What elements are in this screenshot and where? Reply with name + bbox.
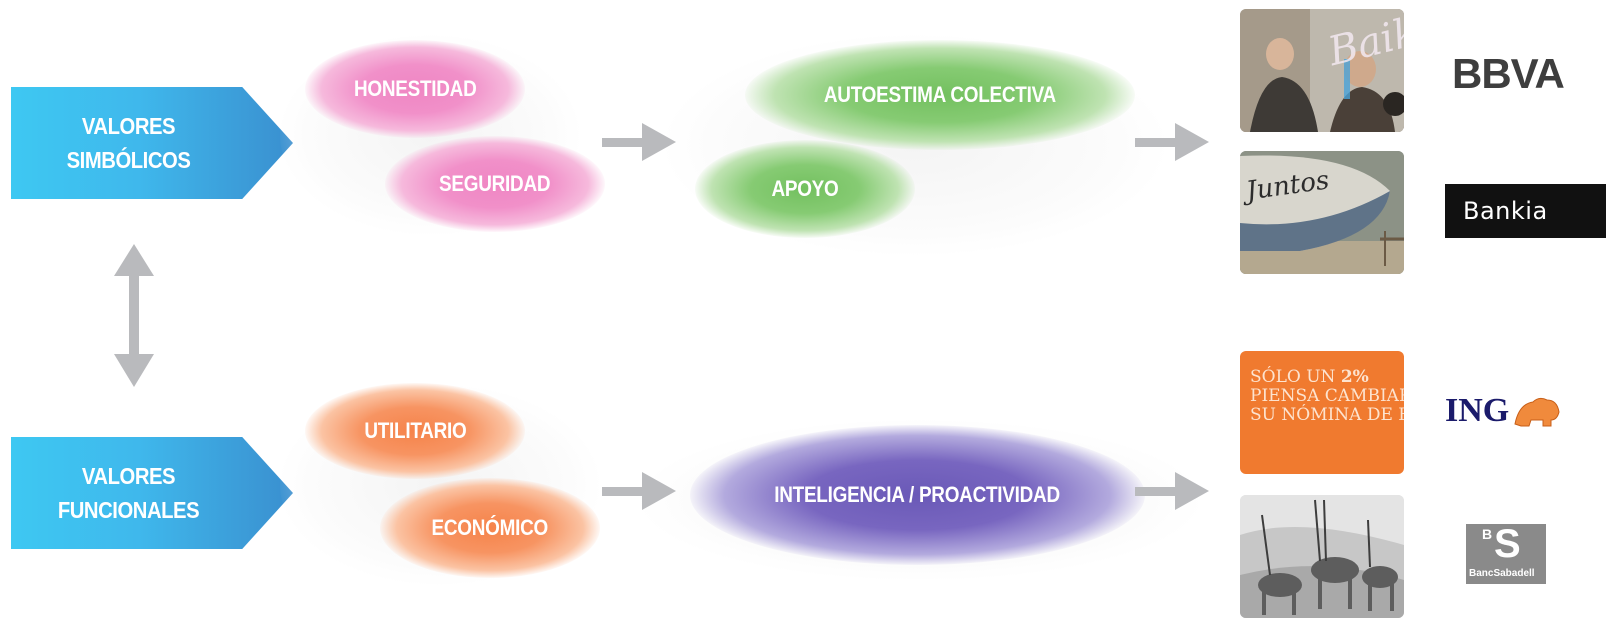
bbva-ad-thumbnail: Baik (1240, 9, 1404, 132)
valores-simbolicos-box: VALORES SIMBÓLICOS (11, 87, 293, 199)
ing-ad-line2: PIENSA CAMBIAR (1250, 386, 1404, 406)
oval-inteligencia-proactividad: INTELIGENCIA / PROACTIVIDAD (690, 425, 1145, 565)
bancsabadell-b: B (1482, 526, 1493, 542)
ing-lion-icon (1514, 397, 1560, 427)
bankia-logo-text: Bankia (1463, 197, 1548, 225)
ing-ad-line1-bold: 2% (1340, 367, 1369, 387)
valores-simbolicos-label: VALORES SIMBÓLICOS (66, 113, 191, 173)
oval-seguridad: SEGURIDAD (385, 136, 605, 232)
ing-ad-line1: SÓLO UN (1250, 367, 1341, 387)
oval-utilitario: UTILITARIO (305, 383, 525, 479)
arrow-right-icon (1135, 472, 1209, 510)
bankia-logo: Bankia (1445, 184, 1606, 238)
bancsabadell-name: BancSabadell (1469, 568, 1535, 579)
valores-funcionales-box: VALORES FUNCIONALES (11, 437, 293, 549)
oval-autoestima-colectiva: AUTOESTIMA COLECTIVA (745, 40, 1135, 150)
oval-apoyo: APOYO (695, 140, 915, 238)
oval-label: APOYO (771, 176, 839, 201)
bankia-ad-thumbnail: Juntos (1240, 151, 1404, 274)
oval-honestidad: HONESTIDAD (305, 40, 525, 138)
bancsabadell-s: S (1494, 522, 1521, 566)
oval-label: HONESTIDAD (353, 76, 477, 101)
arrow-right-icon (1135, 123, 1209, 161)
oval-label: SEGURIDAD (439, 171, 551, 196)
ing-ad-thumbnail: SÓLO UN 2% PIENSA CAMBIAR SU NÓMINA DE B (1240, 351, 1404, 474)
oval-label: AUTOESTIMA COLECTIVA (823, 82, 1057, 107)
ing-logo-text: ING (1445, 392, 1510, 429)
arrow-right-icon (602, 472, 676, 510)
oval-label: ECONÓMICO (431, 515, 549, 540)
arrow-right-icon (602, 123, 676, 161)
sabadell-ad-thumbnail (1240, 495, 1404, 618)
oval-label: INTELIGENCIA / PROACTIVIDAD (774, 482, 1061, 507)
vertical-double-arrow-icon (114, 244, 154, 387)
oval-economico: ECONÓMICO (380, 478, 600, 578)
ing-ad-line3: SU NÓMINA DE B (1250, 405, 1404, 425)
oval-label: UTILITARIO (363, 418, 467, 443)
ing-logo: ING (1445, 392, 1561, 430)
bancsabadell-logo: B S BancSabadell (1466, 522, 1546, 584)
valores-funcionales-label: VALORES FUNCIONALES (57, 463, 200, 523)
bbva-logo: BBVA (1452, 50, 1565, 97)
ing-ad-text: SÓLO UN 2% PIENSA CAMBIAR SU NÓMINA DE B (1250, 368, 1404, 425)
